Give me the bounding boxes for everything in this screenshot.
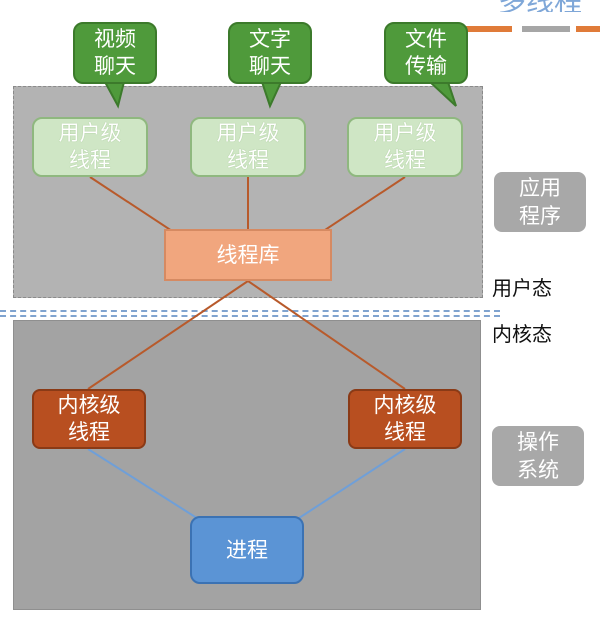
kernel-thread-2: 内核级 线程 [348, 389, 462, 449]
label-kernel-mode: 内核态 [492, 322, 552, 346]
process-box: 进程 [190, 516, 304, 584]
partial-title: 多线程 [498, 0, 598, 12]
thread-library: 线程库 [164, 229, 332, 281]
label-user-mode: 用户态 [492, 276, 552, 300]
user-thread-1: 用户级 线程 [32, 117, 148, 177]
bubble-file-transfer: 文件 传输 [384, 22, 468, 84]
bubble-video-chat: 视频 聊天 [73, 22, 157, 84]
tag-application: 应用 程序 [494, 172, 586, 232]
header-bar-orange-2 [576, 26, 600, 32]
header-bar-gray-1 [522, 26, 570, 32]
user-thread-3: 用户级 线程 [347, 117, 463, 177]
mode-divider-top [0, 310, 500, 312]
tag-operating-system: 操作 系统 [492, 426, 584, 486]
user-thread-2: 用户级 线程 [190, 117, 306, 177]
kernel-thread-1: 内核级 线程 [32, 389, 146, 449]
bubble-text-chat: 文字 聊天 [228, 22, 312, 84]
mode-divider-bottom [0, 315, 500, 317]
